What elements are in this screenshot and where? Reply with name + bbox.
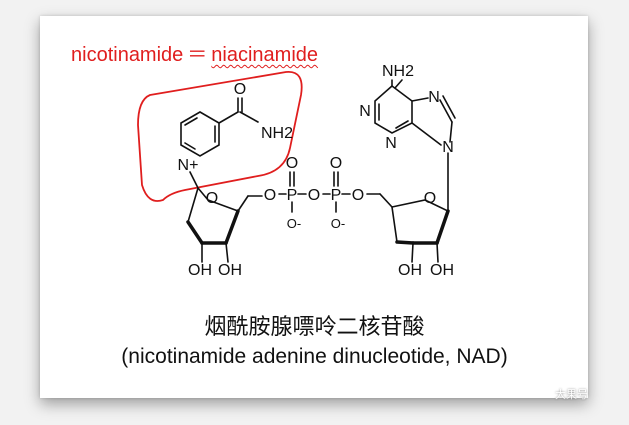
slide <box>40 16 588 398</box>
pyridine-ring <box>180 111 220 157</box>
adenine-n9: N <box>442 139 454 156</box>
adenine-nh2: NH2 <box>382 63 414 80</box>
p1-o-minus: O- <box>287 216 301 231</box>
p2-double-o: O <box>330 155 342 172</box>
title-nicotinamide: nicotinamide <box>71 44 184 66</box>
amide-o: O <box>234 81 246 98</box>
phosphorus-1: P <box>287 187 298 204</box>
title: nicotinamide＝niacinamide <box>71 38 318 67</box>
phosphorus-2: P <box>331 187 342 204</box>
ribose-right-o: O <box>424 190 436 207</box>
caption-english: (nicotinamide adenine dinucleotide, NAD) <box>121 345 508 368</box>
ribose-left-oh1: OH <box>188 262 212 279</box>
caption-chinese: 烟酰胺腺嘌呤二核苷酸 <box>204 315 425 340</box>
bridge-o-1: O <box>264 187 276 204</box>
watermark-logo: 大果号 <box>555 388 588 401</box>
ribose-right-oh2: OH <box>430 262 454 279</box>
adenine-n7: N <box>428 89 440 106</box>
bridge-o-2: O <box>308 187 320 204</box>
p1-double-o: O <box>286 155 298 172</box>
amide-nh2: NH2 <box>261 125 293 142</box>
title-equals: ＝ <box>187 44 208 66</box>
ribose-left-o: O <box>206 190 218 207</box>
nicotinamide-highlight <box>137 71 303 202</box>
adenine-ring <box>374 85 413 134</box>
title-niacinamide: niacinamide <box>211 44 319 66</box>
adenine-n1: N <box>359 103 371 120</box>
bridge-o-3: O <box>352 187 364 204</box>
p2-o-minus: O- <box>331 216 345 231</box>
adenine-n3: N <box>385 135 397 152</box>
ribose-right-oh1: OH <box>398 262 422 279</box>
ribose-left-oh2: OH <box>218 262 242 279</box>
pyridinium-n: N+ <box>178 157 199 174</box>
